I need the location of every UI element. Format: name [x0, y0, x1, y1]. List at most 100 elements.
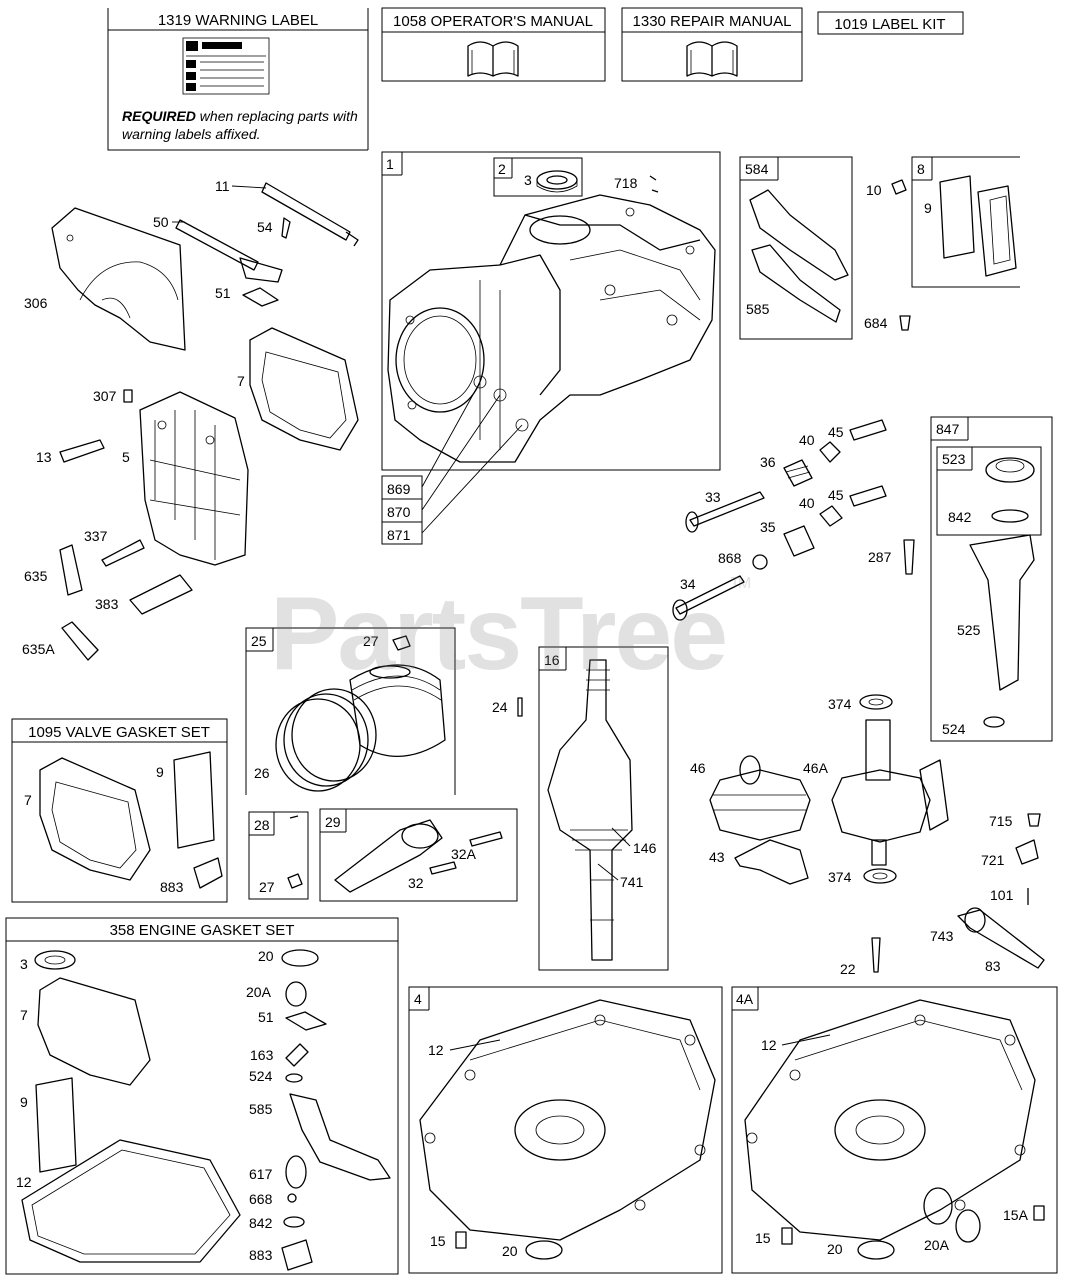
part-callout[interactable]: 45: [828, 487, 844, 503]
warning-label-box[interactable]: 1319 WARNING LABEL: [107, 8, 369, 151]
part-callout[interactable]: 33: [705, 489, 721, 505]
part-callout[interactable]: 20: [827, 1241, 843, 1257]
part-callout[interactable]: 3: [524, 172, 532, 188]
part-callout[interactable]: 15: [430, 1233, 446, 1249]
part-callout[interactable]: 51: [258, 1009, 274, 1025]
part-callout[interactable]: 46A: [803, 760, 829, 776]
part-callout[interactable]: 585: [746, 301, 770, 317]
part-callout[interactable]: 15A: [1003, 1207, 1029, 1223]
label-kit-box[interactable]: 1019 LABEL KIT: [817, 11, 964, 35]
part-callout[interactable]: 20A: [246, 984, 272, 1000]
part-callout[interactable]: 374: [828, 696, 852, 712]
part-callout[interactable]: 635: [24, 568, 48, 584]
box-number: 16: [544, 652, 560, 668]
part-callout[interactable]: 20A: [924, 1237, 950, 1253]
part-callout[interactable]: 668: [249, 1191, 273, 1207]
part-callout[interactable]: 51: [215, 285, 231, 301]
part-callout[interactable]: 524: [942, 721, 966, 737]
part-callout[interactable]: 5: [122, 449, 130, 465]
part-callout[interactable]: 163: [250, 1047, 274, 1063]
part-callout[interactable]: 7: [24, 792, 32, 808]
box-number: 523: [942, 451, 966, 467]
part-callout[interactable]: 10: [866, 182, 882, 198]
part-callout[interactable]: 146: [633, 840, 657, 856]
part-callout[interactable]: 54: [257, 219, 273, 235]
part-callout[interactable]: 383: [95, 596, 119, 612]
box-28-pin[interactable]: 28 27: [248, 811, 309, 900]
part-callout[interactable]: 718: [614, 175, 638, 191]
part-callout[interactable]: 26: [254, 765, 270, 781]
part-callout[interactable]: 871: [387, 527, 411, 543]
part-callout[interactable]: 20: [258, 948, 274, 964]
part-callout[interactable]: 617: [249, 1166, 273, 1182]
part-callout[interactable]: 9: [156, 764, 164, 780]
box-number: 4: [414, 991, 422, 1007]
part-callout[interactable]: 40: [799, 432, 815, 448]
box-8-valve-cover[interactable]: 8 9: [911, 156, 1020, 288]
part-callout[interactable]: 45: [828, 424, 844, 440]
part-callout[interactable]: 27: [259, 879, 275, 895]
part-callout[interactable]: 50: [153, 214, 169, 230]
engine-gasket-set-box[interactable]: 358 ENGINE GASKET SET 3 7 9 12 20 20A 51…: [5, 917, 399, 1275]
part-callout[interactable]: 842: [249, 1215, 273, 1231]
part-callout[interactable]: 9: [924, 200, 932, 216]
part-callout[interactable]: 715: [989, 813, 1013, 829]
box-847-dipstick[interactable]: 847 523 842 525 524: [930, 416, 1053, 742]
part-callout[interactable]: 868: [718, 550, 742, 566]
part-callout[interactable]: 883: [249, 1247, 273, 1263]
part-callout[interactable]: 524: [249, 1068, 273, 1084]
part-callout[interactable]: 12: [16, 1174, 32, 1190]
part-callout[interactable]: 35: [760, 519, 776, 535]
warning-sticker-icon: [182, 37, 270, 95]
part-callout[interactable]: 306: [24, 295, 48, 311]
part-callout[interactable]: 7: [20, 1007, 28, 1023]
part-callout[interactable]: 101: [990, 887, 1014, 903]
part-callout[interactable]: 83: [985, 958, 1001, 974]
rocker-stud-icon: [849, 485, 887, 507]
part-callout[interactable]: 46: [690, 760, 706, 776]
box-16-crankshaft[interactable]: 16 146 741: [538, 646, 669, 971]
box-4-sump[interactable]: 4 12 15 20: [408, 986, 723, 1274]
part-callout[interactable]: 374: [828, 869, 852, 885]
part-callout[interactable]: 3: [20, 956, 28, 972]
part-callout[interactable]: 635A: [22, 641, 55, 657]
part-callout[interactable]: 684: [864, 315, 888, 331]
part-callout[interactable]: 741: [620, 874, 644, 890]
part-callout[interactable]: 525: [957, 622, 981, 638]
part-callout[interactable]: 24: [492, 699, 508, 715]
part-callout[interactable]: 13: [36, 449, 52, 465]
part-callout[interactable]: 287: [868, 549, 892, 565]
repair-manual-box[interactable]: 1330 REPAIR MANUAL: [621, 7, 803, 82]
part-callout[interactable]: 7: [237, 373, 245, 389]
part-callout[interactable]: 20: [502, 1243, 518, 1259]
part-callout[interactable]: 842: [948, 509, 972, 525]
part-callout[interactable]: 870: [387, 504, 411, 520]
part-callout[interactable]: 36: [760, 454, 776, 470]
part-callout[interactable]: 721: [981, 852, 1005, 868]
part-callout[interactable]: 883: [160, 879, 184, 895]
box-29-connecting-rod[interactable]: 29 32A 32: [319, 808, 518, 902]
part-callout[interactable]: 585: [249, 1101, 273, 1117]
box-1-cylinder[interactable]: 1 2 3 718 869 87: [381, 151, 721, 545]
part-callout[interactable]: 32: [408, 875, 424, 891]
part-callout[interactable]: 34: [680, 576, 696, 592]
part-callout[interactable]: 15: [755, 1230, 771, 1246]
part-callout[interactable]: 12: [761, 1037, 777, 1053]
operators-manual-box[interactable]: 1058 OPERATOR'S MANUAL: [381, 7, 606, 82]
part-callout[interactable]: 40: [799, 495, 815, 511]
box-584-intake[interactable]: 584 585: [739, 156, 853, 340]
part-callout[interactable]: 743: [930, 928, 954, 944]
box-25-piston[interactable]: 25 27 26: [245, 627, 456, 795]
part-callout[interactable]: 869: [387, 481, 411, 497]
valve-gasket-set-box[interactable]: 1095 VALVE GASKET SET 7 9 883: [11, 718, 228, 903]
part-callout[interactable]: 9: [20, 1094, 28, 1110]
part-callout[interactable]: 22: [840, 961, 856, 977]
part-callout[interactable]: 43: [709, 849, 725, 865]
part-callout[interactable]: 307: [93, 388, 117, 404]
part-callout[interactable]: 11: [215, 178, 230, 194]
part-callout[interactable]: 27: [363, 633, 379, 649]
part-callout[interactable]: 337: [84, 528, 108, 544]
part-callout[interactable]: 12: [428, 1042, 444, 1058]
part-callout[interactable]: 32A: [451, 846, 477, 862]
box-4a-sump[interactable]: 4A 12 15 20 20A 15A: [731, 986, 1058, 1274]
